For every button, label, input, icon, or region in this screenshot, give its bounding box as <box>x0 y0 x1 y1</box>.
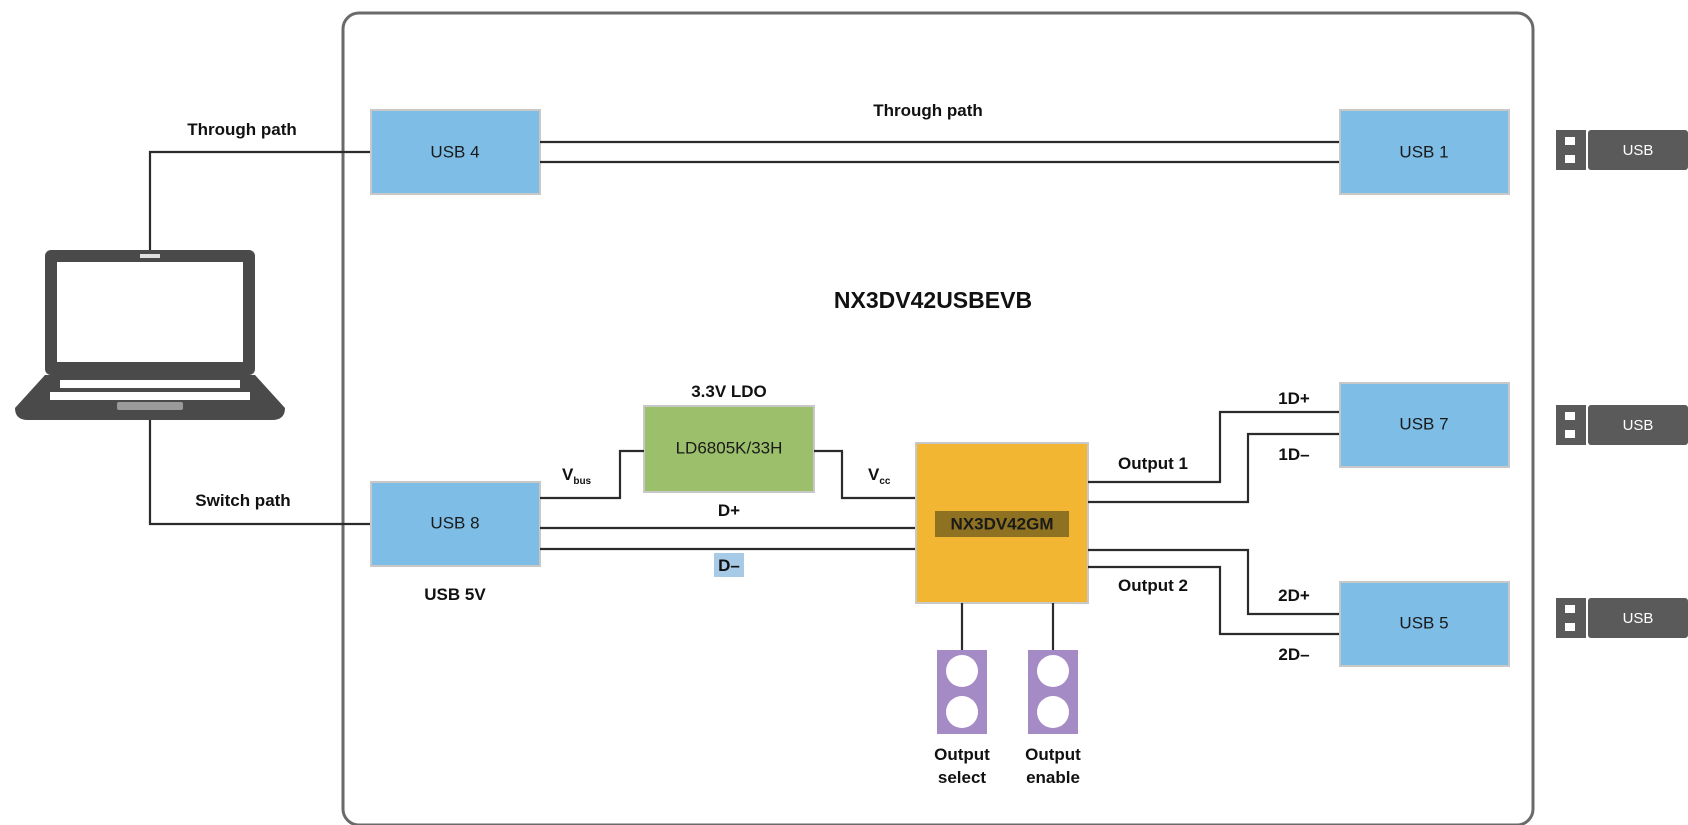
ldo-title: 3.3V LDO <box>691 382 767 401</box>
output-select-label-line1: Output <box>934 745 990 764</box>
output1-dm-wire <box>1088 432 1340 504</box>
svg-text:USB 5: USB 5 <box>1399 613 1448 632</box>
output2-label: Output 2 <box>1118 576 1188 595</box>
out2-dp-label: 2D+ <box>1278 586 1310 605</box>
svg-text:USB 4: USB 4 <box>430 142 479 161</box>
output2-dp-wire <box>1088 548 1340 616</box>
d-minus-highlight <box>714 553 744 577</box>
usb5-block: USB 5 <box>1339 581 1510 667</box>
output2-dm-wire <box>1088 565 1340 636</box>
svg-text:USB: USB <box>1623 142 1654 159</box>
usb-stick-icon: USB <box>1556 130 1688 170</box>
output1-label: Output 1 <box>1118 454 1188 473</box>
vbus-label: Vbus <box>562 465 592 487</box>
svg-text:USB: USB <box>1623 417 1654 434</box>
through-path-wire-host <box>148 150 371 250</box>
output-enable-label-line2: enable <box>1026 768 1080 787</box>
d-minus-label: D– <box>718 556 740 575</box>
out1-dm-label: 1D– <box>1278 445 1309 464</box>
usb1-block: USB 1 <box>1339 109 1510 195</box>
svg-text:USB 1: USB 1 <box>1399 142 1448 161</box>
vbus-wire <box>540 449 644 500</box>
usb4-block: USB 4 <box>370 109 541 195</box>
usb7-block: USB 7 <box>1339 382 1510 468</box>
svg-text:USB 7: USB 7 <box>1399 414 1448 433</box>
through-path-label-left: Through path <box>187 120 297 139</box>
through-path-label-top: Through path <box>873 101 983 120</box>
svg-text:NX3DV42GM: NX3DV42GM <box>951 514 1054 533</box>
usb-stick-icon: USB <box>1556 405 1688 445</box>
output1-dp-wire <box>1088 410 1340 484</box>
switch-ic-block: NX3DV42GM <box>915 442 1089 604</box>
output-enable-jumper-icon <box>1028 650 1078 734</box>
board-outline <box>341 11 1535 825</box>
ldo-block: LD6805K/33H <box>643 405 815 493</box>
vcc-label: Vcc <box>868 465 891 487</box>
usb-stick-icon: USB <box>1556 598 1688 638</box>
switch-path-label: Switch path <box>195 491 290 510</box>
board-title: NX3DV42USBEVB <box>834 287 1032 313</box>
switch-path-wire-host <box>148 420 371 526</box>
output-select-jumper-icon <box>937 650 987 734</box>
svg-text:USB 8: USB 8 <box>430 513 479 532</box>
out1-dp-label: 1D+ <box>1278 389 1310 408</box>
vcc-wire <box>814 449 916 500</box>
usb8-block: USB 8 <box>370 481 541 567</box>
out2-dm-label: 2D– <box>1278 645 1309 664</box>
svg-text:USB: USB <box>1623 610 1654 627</box>
svg-text:LD6805K/33H: LD6805K/33H <box>676 438 783 457</box>
output-select-label-line2: select <box>938 768 987 787</box>
d-plus-label: D+ <box>718 501 740 520</box>
usb-5v-label: USB 5V <box>424 585 486 604</box>
output-enable-label-line1: Output <box>1025 745 1081 764</box>
laptop-icon <box>15 250 285 420</box>
